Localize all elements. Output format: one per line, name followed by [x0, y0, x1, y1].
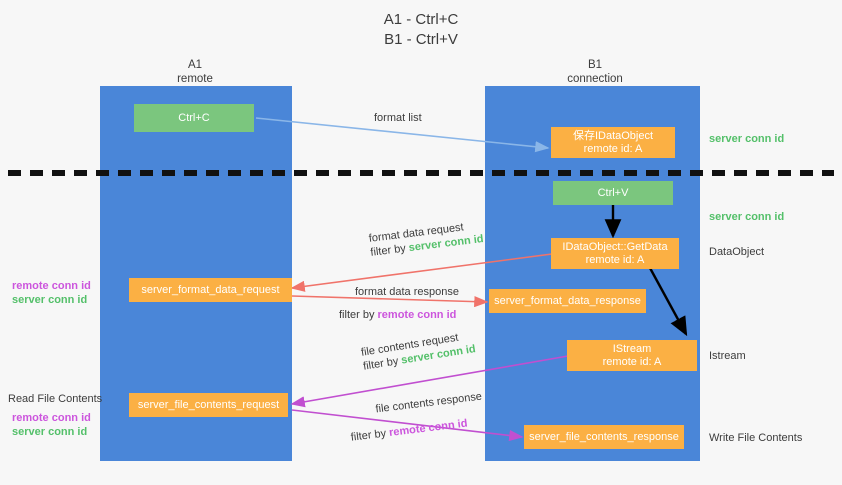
box-server-file-contents-response-label: server_file_contents_response — [529, 430, 679, 443]
box-idataobject-getdata-line2: remote id: A — [585, 253, 645, 266]
label-dataobject: DataObject — [709, 246, 765, 258]
arrow-file-contents-response — [291, 409, 524, 442]
label-server-conn-id-mid: server conn id — [709, 211, 785, 223]
arrow-file-contents-request — [290, 355, 569, 408]
lane-header-a1-name: A1 — [187, 59, 203, 71]
box-idataobject-getdata-line1: IDataObject::GetData — [562, 240, 668, 253]
label-istream: Istream — [709, 350, 746, 362]
page-title: A1 - Ctrl+C B1 - Ctrl+V — [0, 10, 842, 50]
lane-header-b1: B1 connection — [525, 58, 665, 86]
edge-label-format-list-text: format list — [374, 112, 422, 124]
lane-header-a1: A1 remote — [125, 58, 265, 86]
label-write-file-contents: Write File Contents — [709, 432, 803, 444]
label-remote-conn-id-low: remote conn id — [12, 412, 91, 424]
box-server-file-contents-request-label: server_file_contents_request — [137, 398, 280, 411]
box-server-file-contents-request[interactable]: server_file_contents_request — [129, 393, 288, 417]
label-read-file-contents: Read File Contents — [8, 393, 103, 405]
edge-label-format-data-response-filter: filter by remote conn id — [339, 308, 459, 322]
box-ctrl-v-label: Ctrl+V — [597, 186, 629, 199]
box-server-format-data-request-label: server_format_data_request — [141, 283, 280, 296]
box-istream[interactable]: IStream remote id: A — [567, 340, 697, 371]
box-store-idataobject-line1: 保存IDataObject — [572, 129, 654, 142]
box-server-format-data-response[interactable]: server_format_data_response — [489, 289, 646, 313]
box-server-format-data-response-label: server_format_data_response — [494, 294, 641, 307]
label-server-conn-id-left-mid: server conn id — [12, 294, 88, 306]
label-server-conn-id-top: server conn id — [709, 133, 785, 145]
label-remote-conn-id-mid: remote conn id — [12, 280, 91, 292]
edge-label-format-data-response: format data response filter by remote co… — [339, 285, 459, 322]
box-ctrl-v[interactable]: Ctrl+V — [553, 181, 673, 205]
lane-header-b1-sub: connection — [567, 73, 623, 85]
label-server-conn-id-left-low: server conn id — [12, 426, 88, 438]
box-idataobject-getdata[interactable]: IDataObject::GetData remote id: A — [551, 238, 679, 269]
arrow-format-list — [255, 117, 550, 153]
lane-header-b1-name: B1 — [587, 59, 603, 71]
box-istream-line1: IStream — [612, 342, 652, 355]
box-server-file-contents-response[interactable]: server_file_contents_response — [524, 425, 684, 449]
arrow-format-data-request — [290, 253, 553, 292]
title-line-2: B1 - Ctrl+V — [384, 31, 458, 48]
box-ctrl-c[interactable]: Ctrl+C — [134, 104, 254, 132]
box-server-format-data-request[interactable]: server_format_data_request — [129, 278, 292, 302]
box-store-idataobject[interactable]: 保存IDataObject remote id: A — [551, 127, 675, 158]
box-ctrl-c-label: Ctrl+C — [178, 111, 210, 124]
filter-prefix: filter by — [339, 309, 378, 321]
filter-value-remote-conn-id: remote conn id — [377, 309, 457, 321]
lane-header-a1-sub: remote — [177, 73, 213, 85]
edge-label-format-data-response-text: format data response — [355, 286, 459, 298]
arrow-format-data-response — [291, 295, 489, 308]
box-store-idataobject-line2: remote id: A — [583, 142, 643, 155]
title-line-1: A1 - Ctrl+C — [383, 11, 459, 28]
edge-label-format-list: format list — [374, 111, 422, 125]
box-istream-line2: remote id: A — [602, 355, 662, 368]
arrow-getdata-to-istream — [648, 267, 688, 337]
